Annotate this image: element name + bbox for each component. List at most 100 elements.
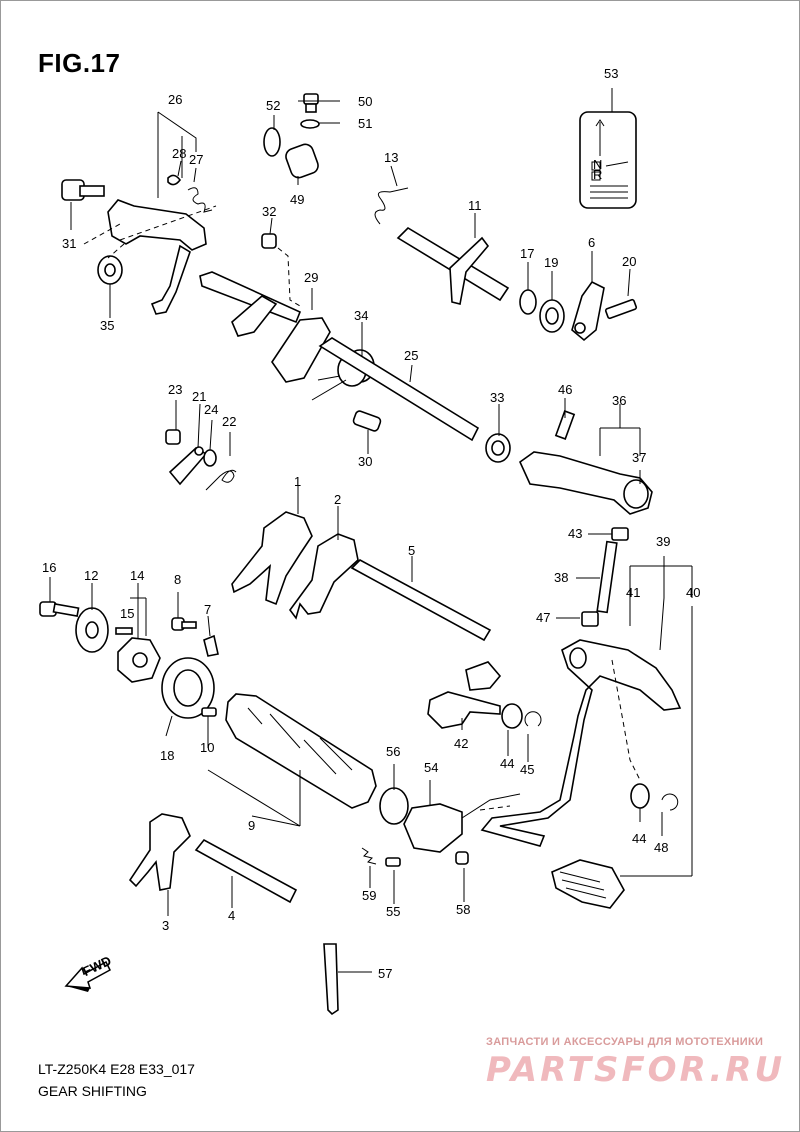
fwd-arrow-icon: FWD [64,953,114,992]
part-32-bushing[interactable] [261,233,277,249]
part-11-shift-shaft[interactable] [396,226,510,305]
part-59-spring[interactable] [361,847,377,865]
part-57-clamp[interactable] [323,943,339,1016]
part-15-pin[interactable] [115,627,133,635]
part-38-rod[interactable] [596,540,618,614]
part-5-fork-shaft[interactable] [350,559,492,642]
part-44-washer-lower[interactable] [630,783,650,809]
part-30-pin[interactable] [352,410,382,432]
callout-50: 50 [358,94,372,109]
callout-8: 8 [174,572,181,587]
callout-41: 41 [626,585,640,600]
callout-51: 51 [358,116,372,131]
part-50-plug-bolt[interactable] [303,93,319,113]
part-54-gear-position-switch[interactable] [403,793,521,853]
part-48-circlip[interactable] [661,793,679,811]
part-49-shift-cam-stopper-plug[interactable] [284,142,321,180]
part-31-bolt[interactable] [61,179,105,201]
part-12-cam-guide[interactable] [75,607,109,653]
callout-3: 3 [162,918,169,933]
part-13-spring[interactable] [374,187,409,225]
part-8-screw[interactable] [171,617,197,631]
callout-6: 6 [588,235,595,250]
part-44-washer-upper[interactable] [501,703,523,729]
part-24-washer[interactable] [203,449,217,467]
callout-26: 26 [168,92,182,107]
part-52-o-ring[interactable] [263,127,281,157]
callout-18: 18 [160,748,174,763]
part-19-bearing[interactable] [539,299,565,333]
part-20-bolt[interactable] [604,298,638,320]
part-33-oil-seal[interactable] [485,433,511,463]
callout-52: 52 [266,98,280,113]
part-42-stopper[interactable] [427,661,502,729]
part-53-shift-label[interactable]: N R [579,111,637,209]
callout-39: 39 [656,534,670,549]
part-6-shift-arm[interactable] [571,280,605,342]
part-18-bearing[interactable] [161,657,215,719]
callout-57: 57 [378,966,392,981]
callout-4: 4 [228,908,235,923]
part-41-bushing[interactable] [569,647,587,669]
part-3-shift-fork[interactable] [128,813,191,891]
part-28-washer[interactable] [167,174,182,186]
part-17-washer[interactable] [519,289,537,315]
part-55-pin[interactable] [385,857,401,867]
part-43-nut[interactable] [611,527,629,541]
callout-16: 16 [42,560,56,575]
callout-labels: 1 2 3 4 5 6 7 8 9 10 11 12 13 14 15 16 1… [42,66,700,981]
part-9-gearshift-cam[interactable] [225,693,377,809]
part-16-bolt[interactable] [39,601,80,617]
part-21-stopper-plate[interactable] [168,446,208,486]
callout-9: 9 [248,818,255,833]
part-36-gearshift-lever-upper[interactable] [518,451,653,515]
callout-40: 40 [686,585,700,600]
callout-42: 42 [454,736,468,751]
callout-56: 56 [386,744,400,759]
callout-59: 59 [362,888,376,903]
callout-54: 54 [424,760,438,775]
part-51-gasket[interactable] [300,119,320,129]
callout-5: 5 [408,543,415,558]
part-10-pin[interactable] [201,707,217,717]
part-7-washer[interactable] [203,634,219,657]
part-4-fork-shaft[interactable] [194,838,298,904]
callout-37: 37 [632,450,646,465]
part-22-spring[interactable] [205,469,237,491]
part-1-shift-fork[interactable] [231,511,313,606]
part-45-circlip[interactable] [524,711,542,727]
callout-27: 27 [189,152,203,167]
part-47-nut[interactable] [581,611,599,627]
part-35-washer[interactable] [97,255,123,285]
part-2-shift-fork[interactable] [289,533,359,620]
callout-43: 43 [568,526,582,541]
part-27-spring[interactable] [187,187,213,213]
callout-38: 38 [554,570,568,585]
callout-58: 58 [456,902,470,917]
part-46-bolt[interactable] [554,410,576,440]
figure-title: FIG.17 [38,48,121,78]
callout-19: 19 [544,255,558,270]
part-56-o-ring[interactable] [379,787,409,825]
n-mark: N [593,157,602,172]
part-23-bolt[interactable] [165,429,181,445]
part-29-gearshift-shaft[interactable] [199,271,331,383]
callout-29: 29 [304,270,318,285]
section-name: GEAR SHIFTING [38,1083,147,1099]
part-14-gearshift-cam-driven[interactable] [117,637,161,683]
part-26-shift-cam-stopper[interactable] [107,199,207,315]
callout-44-upper: 44 [500,756,514,771]
part-25-gearshift-shaft[interactable] [318,337,480,442]
callout-49: 49 [290,192,304,207]
callout-32: 32 [262,204,276,219]
callout-36: 36 [612,393,626,408]
callout-30: 30 [358,454,372,469]
callout-13: 13 [384,150,398,165]
callout-55: 55 [386,904,400,919]
callout-44-lower: 44 [632,831,646,846]
part-58-screw[interactable] [455,851,469,865]
callout-17: 17 [520,246,534,261]
callout-23: 23 [168,382,182,397]
part-39-gearshift-lever[interactable] [480,639,682,909]
